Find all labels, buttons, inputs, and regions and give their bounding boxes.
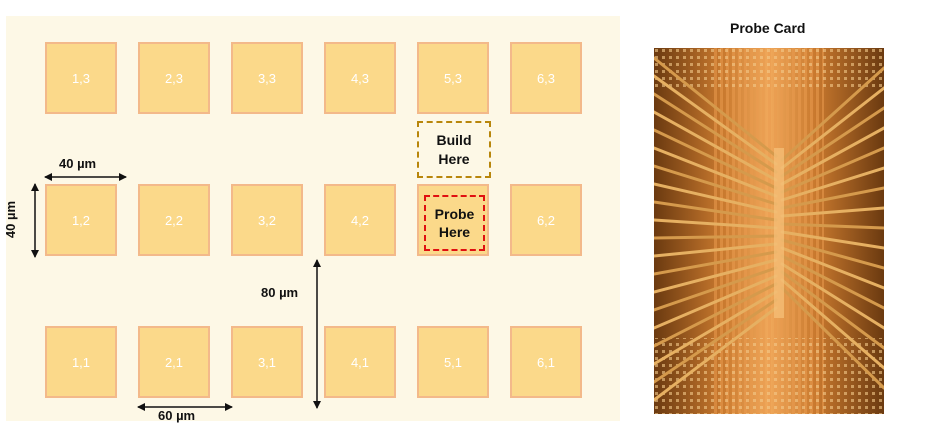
pad-1-3: 1,3 [45, 42, 117, 114]
pad-label: 4,2 [350, 212, 370, 228]
pad-label: 1,1 [71, 354, 91, 370]
pad-5-3: 5,3 [417, 42, 489, 114]
pad-2-2: 2,2 [138, 184, 210, 256]
pad-label: 3,3 [257, 70, 277, 86]
pad-label: 3,2 [257, 212, 277, 228]
pad-4-2: 4,2 [324, 184, 396, 256]
pad-label: 2,3 [164, 70, 184, 86]
pad-label: 2,1 [164, 354, 184, 370]
vertical-pitch-label: 80 µm [261, 285, 299, 300]
probe-card-image [654, 48, 884, 414]
pad-6-1: 6,1 [510, 326, 582, 398]
probe-line2: Here [438, 224, 471, 240]
pad-label: 2,2 [164, 212, 184, 228]
pad-label: 5,1 [443, 354, 463, 370]
pad-label: 5,3 [443, 70, 463, 86]
pad-label: 4,1 [350, 354, 370, 370]
horizontal-pitch-label: 60 µm [158, 408, 196, 423]
pad-width-label: 40 µm [59, 156, 97, 171]
pad-6-3: 6,3 [510, 42, 582, 114]
pad-label: 6,1 [536, 354, 556, 370]
build-line1: Build [436, 132, 472, 149]
pad-6-2: 6,2 [510, 184, 582, 256]
build-line2: Here [438, 150, 470, 167]
pad-label: 6,3 [536, 70, 556, 86]
probe-card-photo [654, 48, 884, 414]
pad-1-2: 1,2 [45, 184, 117, 256]
pad-label: 1,2 [71, 212, 91, 228]
pad-label: 3,1 [257, 354, 277, 370]
pad-label: 1,3 [71, 70, 91, 86]
pad-2-1: 2,1 [138, 326, 210, 398]
pad-3-3: 3,3 [231, 42, 303, 114]
pad-label: 4,3 [350, 70, 370, 86]
probe-line1: Probe [434, 205, 475, 222]
pad-height-label: 40 µm [3, 200, 19, 239]
pad-4-1: 4,1 [324, 326, 396, 398]
probe-card-title: Probe Card [730, 20, 806, 36]
pad-5-1: 5,1 [417, 326, 489, 398]
pad-4-3: 4,3 [324, 42, 396, 114]
pad-2-3: 2,3 [138, 42, 210, 114]
pad-3-1: 3,1 [231, 326, 303, 398]
pad-3-2: 3,2 [231, 184, 303, 256]
pad-1-1: 1,1 [45, 326, 117, 398]
pad-label: 6,2 [536, 212, 556, 228]
